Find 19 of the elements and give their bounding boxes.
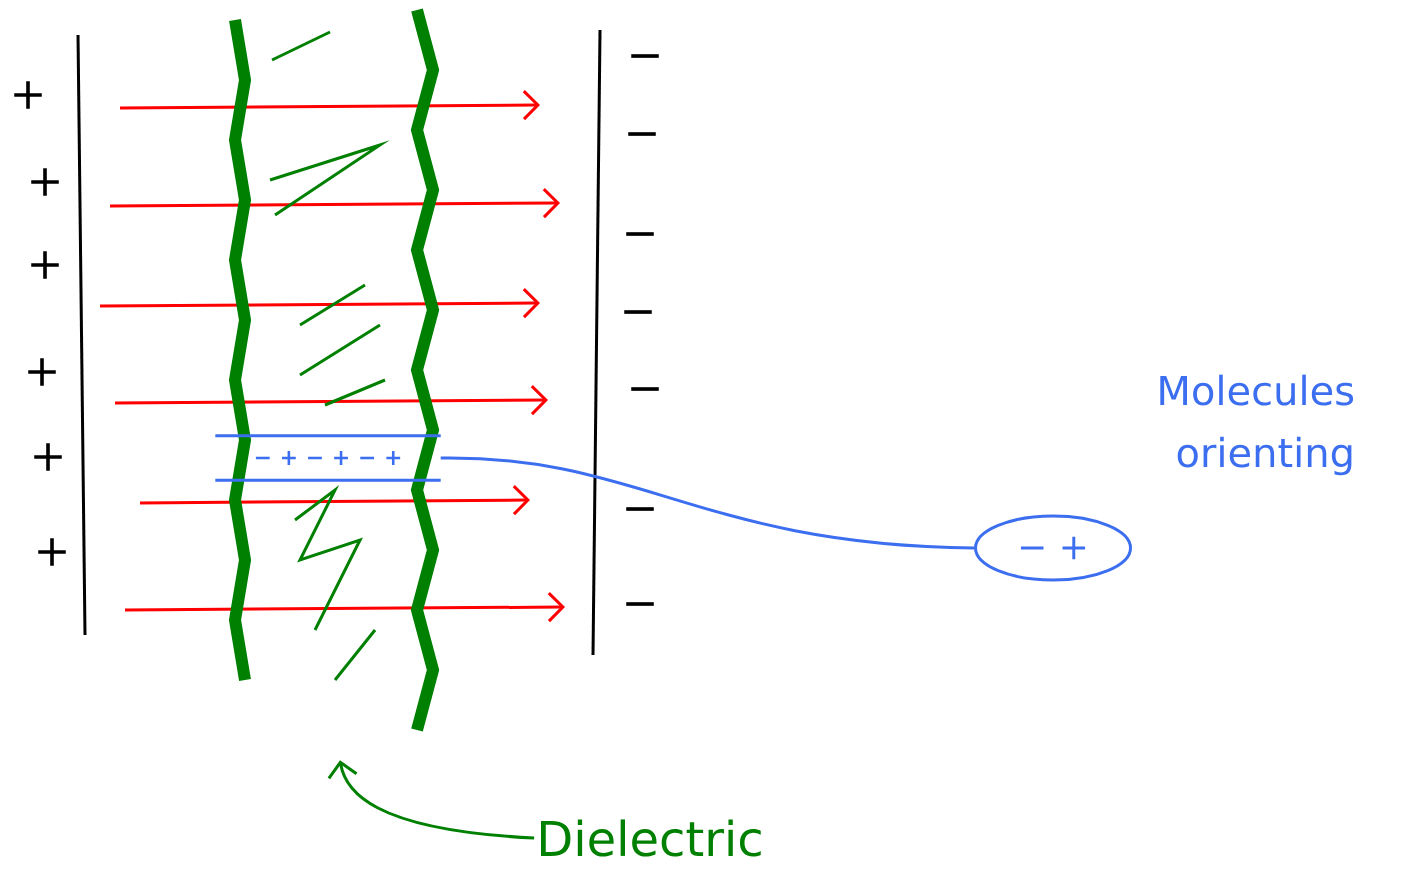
dielectric-slab: [228, 8, 440, 732]
sign: +: [28, 358, 56, 386]
sign: +: [34, 443, 62, 471]
annotation: Molecules orienting: [1160, 374, 1354, 476]
dielectric-label: Dielectric: [541, 819, 761, 857]
sign: −: [628, 132, 656, 136]
sign: −: [626, 602, 654, 606]
sign: +: [38, 538, 66, 566]
leader-line: [440, 456, 975, 550]
sign: +: [31, 251, 59, 279]
sign: −: [626, 507, 654, 511]
curved-arrow: [327, 760, 535, 840]
sign: +: [14, 81, 42, 109]
sign: −: [631, 54, 659, 58]
sign: +: [31, 168, 59, 196]
sign: −: [626, 232, 654, 236]
molecule-strip: − + − + − +: [213, 434, 443, 482]
sign: −: [624, 310, 652, 314]
sign: −: [631, 387, 659, 391]
